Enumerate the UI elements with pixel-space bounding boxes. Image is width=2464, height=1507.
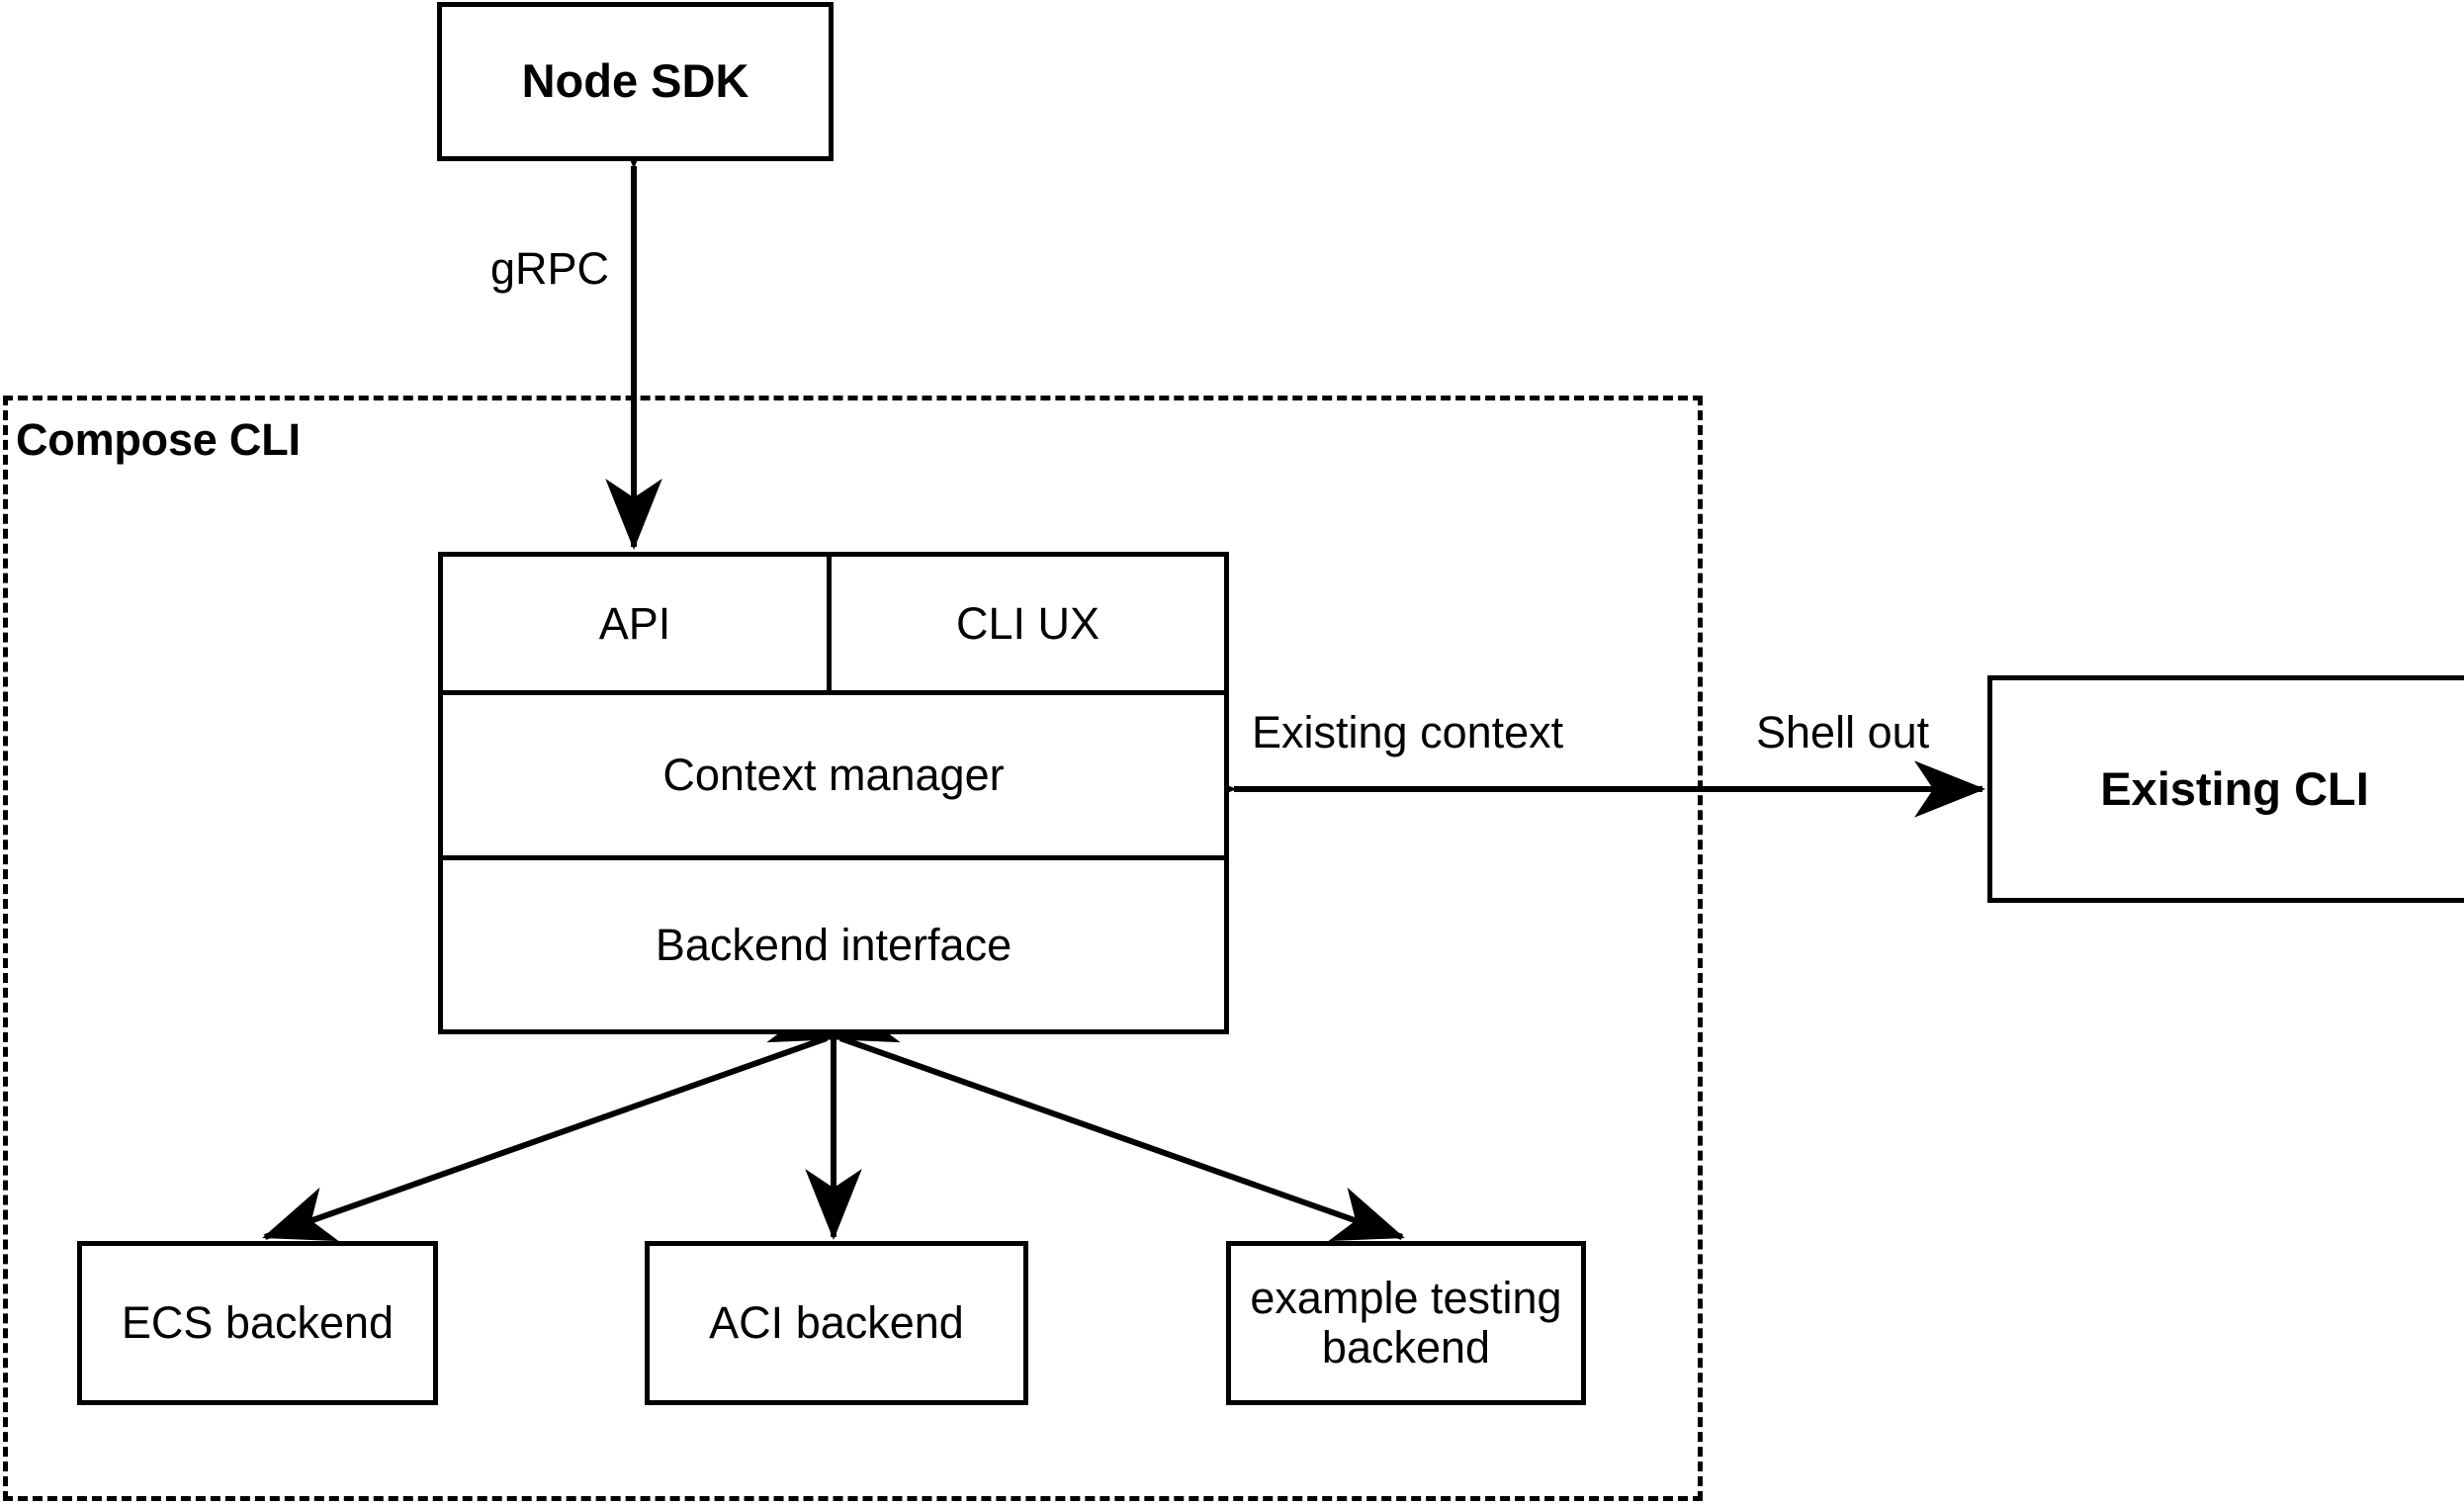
core-stack-top-row: API CLI UX [443,557,1224,695]
node-sdk-box[interactable]: Node SDK [437,2,834,161]
api-cell[interactable]: API [443,557,832,690]
aci-backend-box[interactable]: ACI backend [645,1241,1028,1405]
context-manager-cell[interactable]: Context manager [443,695,1224,860]
backend-interface-label: Backend interface [655,919,1012,970]
example-testing-backend-box[interactable]: example testing backend [1226,1241,1586,1405]
context-manager-label: Context manager [662,750,1005,800]
ecs-backend-label: ECS backend [121,1296,395,1348]
existing-cli-box[interactable]: Existing CLI [1987,675,2464,903]
edge-label-existing-context: Existing context [1252,707,1564,757]
example-testing-backend-label: example testing backend [1250,1272,1562,1373]
node-sdk-label: Node SDK [521,54,749,108]
edge-label-grpc: gRPC [490,243,610,294]
edge-label-shell-out: Shell out [1756,707,1930,757]
compose-cli-group-boundary [3,396,1703,1501]
cli-ux-label: CLI UX [955,597,1100,649]
backend-interface-cell[interactable]: Backend interface [443,860,1224,1029]
compose-cli-group-label: Compose CLI [16,414,301,465]
api-label: API [598,597,671,649]
compose-cli-core-stack: API CLI UX Context manager Backend inter… [438,552,1229,1034]
cli-ux-cell[interactable]: CLI UX [832,557,1224,690]
existing-cli-label: Existing CLI [2100,761,2369,815]
ecs-backend-box[interactable]: ECS backend [77,1241,438,1405]
aci-backend-label: ACI backend [709,1296,964,1348]
